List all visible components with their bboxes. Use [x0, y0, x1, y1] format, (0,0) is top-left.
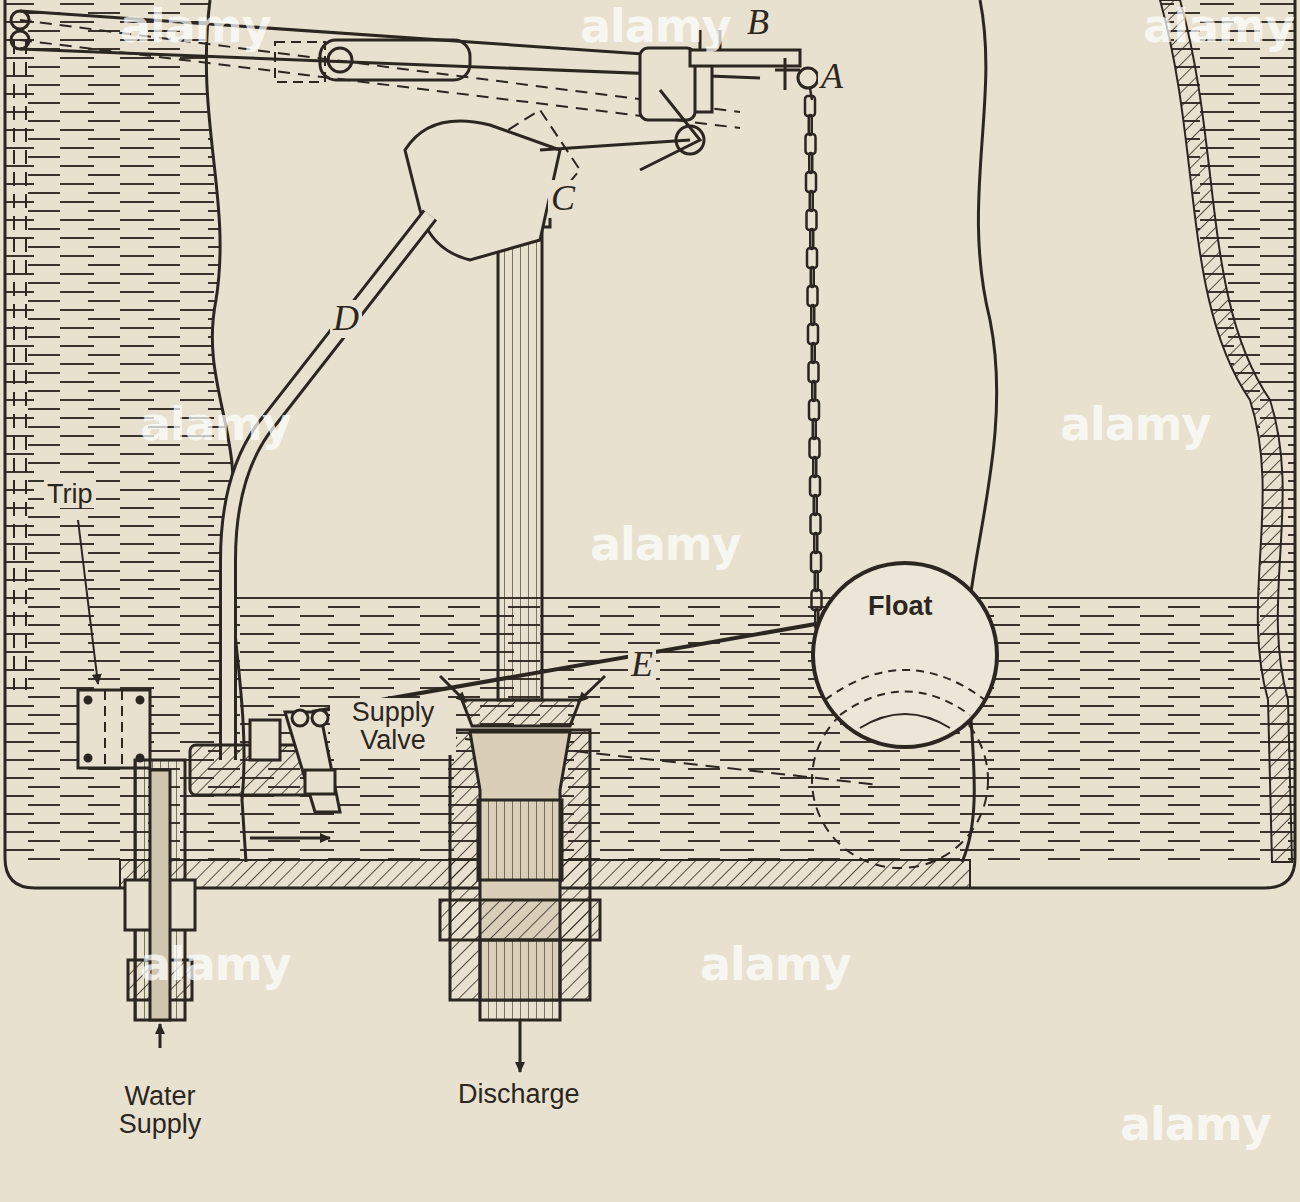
watermark: alamy: [700, 940, 851, 988]
watermark: alamy: [140, 400, 291, 448]
chain-link: [814, 533, 817, 553]
chain-link: [812, 590, 822, 610]
watermark: alamy: [1143, 2, 1294, 50]
chain-link: [815, 571, 818, 591]
callout-letter: C: [548, 180, 578, 218]
watermark: alamy: [580, 2, 731, 50]
chain-link: [813, 457, 816, 477]
callout-letter: B: [744, 4, 772, 42]
chain-link: [809, 115, 812, 135]
chain-link: [806, 172, 816, 192]
callout-letter: E: [628, 646, 656, 684]
chain-link: [810, 438, 820, 458]
part-label: Water Supply: [98, 1082, 222, 1139]
chain-link: [809, 362, 819, 382]
part-label: Discharge: [458, 1080, 580, 1108]
callout-letter: A: [818, 58, 846, 96]
chain-link: [813, 419, 816, 439]
chain-link: [812, 381, 815, 401]
watermark: alamy: [140, 940, 291, 988]
chain-link: [811, 514, 821, 534]
chain-link: [814, 495, 817, 515]
chain-link: [805, 96, 815, 116]
chain-link: [812, 343, 815, 363]
chain-link: [807, 248, 817, 268]
chain-link: [806, 134, 816, 154]
chain-link: [810, 229, 813, 249]
chain-link: [808, 324, 818, 344]
callout-letter: D: [330, 300, 362, 338]
chain-link: [809, 153, 812, 173]
chain-link: [811, 552, 821, 572]
chain-link: [807, 210, 817, 230]
chain-link: [811, 267, 814, 287]
watermark: alamy: [120, 2, 271, 50]
watermark: alamy: [1060, 400, 1211, 448]
watermark: alamy: [590, 520, 741, 568]
part-label: Trip: [44, 480, 96, 508]
part-label: Supply Valve: [330, 698, 456, 755]
watermark: alamy: [1120, 1100, 1271, 1148]
chain-link: [810, 476, 820, 496]
chain-link: [811, 305, 814, 325]
part-label: Float: [868, 592, 933, 620]
chain-link: [808, 286, 818, 306]
chain-link: [810, 191, 813, 211]
chain-link: [809, 400, 819, 420]
